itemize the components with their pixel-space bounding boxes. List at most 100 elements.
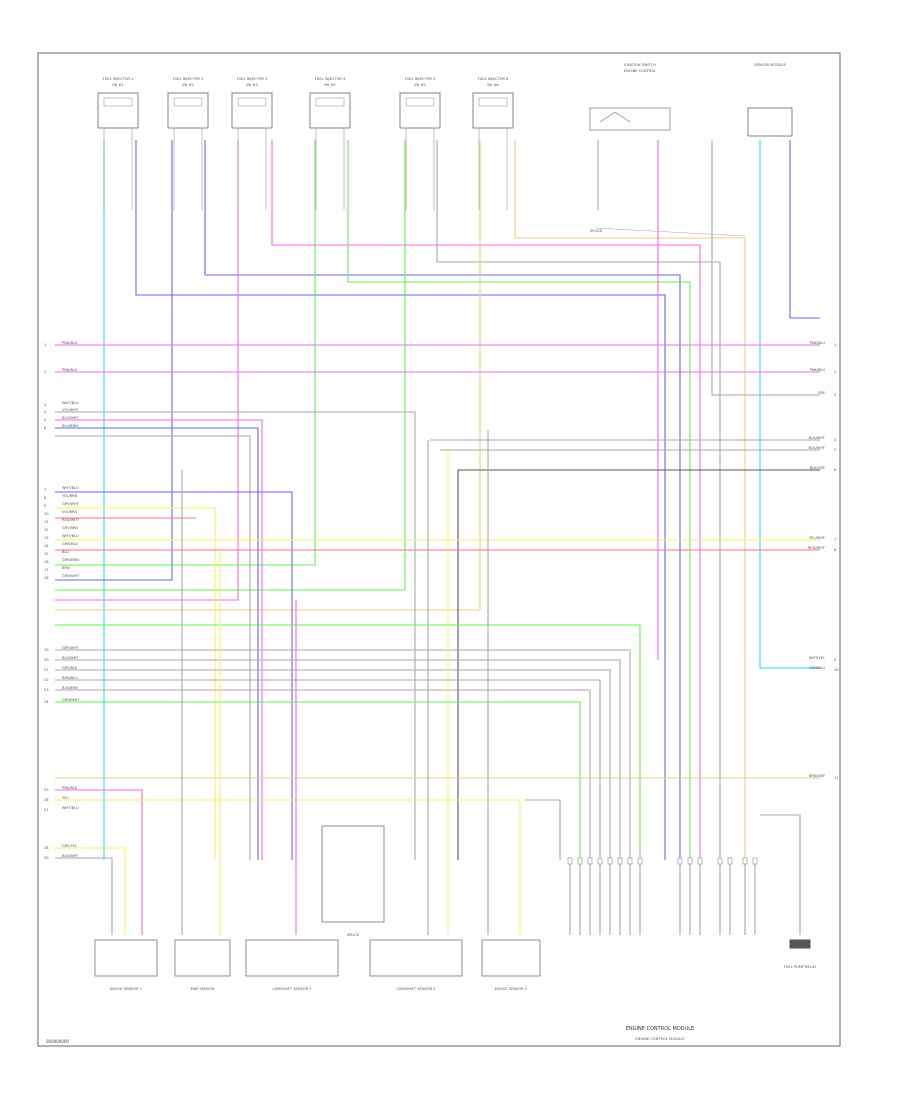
bottom-component-box xyxy=(369,939,463,977)
page-code: 000000000 xyxy=(46,1039,69,1044)
ignition-switch-box xyxy=(589,107,671,131)
ecm-pin-terminal xyxy=(637,857,643,865)
left-wire-label: WHT/BLU xyxy=(62,486,79,490)
left-wire-label: WHT/BLU xyxy=(62,806,79,810)
left-wire-label: PNK/BLK xyxy=(62,786,78,790)
right-wire-label: YEL/WHT xyxy=(809,536,826,540)
sensor-module-box xyxy=(747,107,793,137)
injector-coil xyxy=(237,97,267,107)
left-wire-label: PNK/BLU xyxy=(62,341,78,345)
injector3-wire-b xyxy=(271,140,701,860)
injector2-wire-b xyxy=(204,140,681,860)
bottom-component-label: KNOCK SENSOR 2 xyxy=(495,987,527,991)
injector5-wire-a xyxy=(55,140,406,591)
injector-sub: INJ #3 xyxy=(246,83,257,87)
module-wire-a xyxy=(759,140,820,669)
left-wire-label: YEL xyxy=(62,796,68,800)
bus-wht-1 xyxy=(55,411,416,860)
injector-connector xyxy=(167,92,209,129)
ecm-pin-terminal xyxy=(607,857,613,865)
bottom-component-box xyxy=(94,939,158,977)
ecm-pin-terminal xyxy=(697,857,703,865)
bottom-component-box xyxy=(321,825,385,923)
bus-wht-blu xyxy=(55,491,293,860)
ecm-pin-terminal xyxy=(627,857,633,865)
left-pin-number: 7 xyxy=(44,488,46,492)
ecm-pin-terminal xyxy=(727,857,733,865)
left-pin-number: 25 xyxy=(44,788,49,792)
bus-gry-5 xyxy=(55,689,591,860)
injector-connector xyxy=(97,92,139,129)
bus-blu-1 xyxy=(55,427,259,860)
injector-coil xyxy=(103,97,133,107)
splice-label: SPLICE xyxy=(590,229,603,233)
left-pin-number: 9 xyxy=(44,504,47,508)
switch-wire-c xyxy=(711,140,820,396)
bus-gry-1 xyxy=(55,649,631,860)
ecm-pin-terminal xyxy=(742,857,748,865)
injector-name: FUEL INJECTOR 5 xyxy=(405,77,436,81)
right-pin-number: 5 xyxy=(834,448,836,452)
bus-gry-yel-lower xyxy=(55,857,113,935)
bus-yel xyxy=(55,507,216,860)
injector3-wire-a xyxy=(55,140,239,601)
left-pin-number: 13 xyxy=(44,536,49,540)
injector-name: FUEL INJECTOR 4 xyxy=(315,77,346,81)
injector-connector xyxy=(472,92,514,129)
bus-pnk-blk xyxy=(55,789,143,935)
ecm-pin-terminal xyxy=(577,857,583,865)
bottom-component-label: CAMSHAFT SENSOR 2 xyxy=(396,987,435,991)
ground-symbol xyxy=(789,939,811,949)
injector-coil xyxy=(173,97,203,107)
injector-sub: INJ #6 xyxy=(487,83,499,87)
bus-blk-3 xyxy=(457,469,820,860)
left-wire-label: BLU/WHT xyxy=(62,416,79,420)
injector-connector xyxy=(231,92,273,129)
left-pin-number: 6 xyxy=(44,426,47,430)
left-wire-label: WHT/BLU xyxy=(62,534,79,538)
injector-name: FUEL INJECTOR 3 xyxy=(237,77,268,81)
left-pin-number: 14 xyxy=(44,544,49,548)
right-wire-label: PNK/BLU xyxy=(810,368,826,372)
label-group: PNK/BLU1PNK/BLU2WHT/BLU3VIO/WHT4BLU/WHT5… xyxy=(44,341,839,860)
ecm-pin-terminal xyxy=(567,857,573,865)
left-pin-number: 5 xyxy=(44,418,46,422)
left-pin-number: 19 xyxy=(44,648,49,652)
injector-name: FUEL INJECTOR 6 xyxy=(478,77,509,81)
right-wire-label: WHT/YEL xyxy=(809,656,825,660)
bus-vio xyxy=(55,419,263,860)
wire-group xyxy=(55,140,820,935)
right-wire-label: RED/WHT xyxy=(808,546,826,550)
right-pin-number: 1 xyxy=(834,343,836,347)
injector-connector xyxy=(399,92,441,129)
injector-sub: INJ #2 xyxy=(182,83,193,87)
right-wire-label: BLK/GRY xyxy=(810,466,826,470)
right-pin-number: 6 xyxy=(834,468,837,472)
injector6-wire-b xyxy=(514,140,746,860)
left-wire-label: BLK/BRN xyxy=(62,686,78,690)
left-pin-number: 27 xyxy=(44,808,49,812)
injector-connector xyxy=(309,92,351,129)
right-pin-number: 4 xyxy=(834,438,837,442)
left-wire-label: GRN/WHT xyxy=(62,698,80,702)
bus-gry-4 xyxy=(55,679,601,860)
right-pin-number: 10 xyxy=(834,668,839,672)
left-pin-number: 17 xyxy=(44,568,49,572)
left-pin-number: 22 xyxy=(44,678,49,682)
splice-line xyxy=(594,227,746,237)
left-pin-number: 23 xyxy=(44,688,49,692)
left-wire-label: GRN/BLU xyxy=(62,542,78,546)
ecm-pin-terminal xyxy=(717,857,723,865)
ecm-title: ENGINE CONTROL MODULE xyxy=(626,1026,694,1032)
left-wire-label: BRN xyxy=(62,566,70,570)
left-pin-number: 8 xyxy=(44,496,47,500)
injector5-wire-b xyxy=(436,140,721,860)
ecm-pin-terminal xyxy=(617,857,623,865)
right-pin-number: 3 xyxy=(834,393,836,397)
left-pin-number: 20 xyxy=(44,658,49,662)
diagram-frame xyxy=(37,52,841,1047)
right-pin-number: 9 xyxy=(834,658,837,662)
left-pin-number: 10 xyxy=(44,512,49,516)
switch-contact xyxy=(599,111,631,123)
